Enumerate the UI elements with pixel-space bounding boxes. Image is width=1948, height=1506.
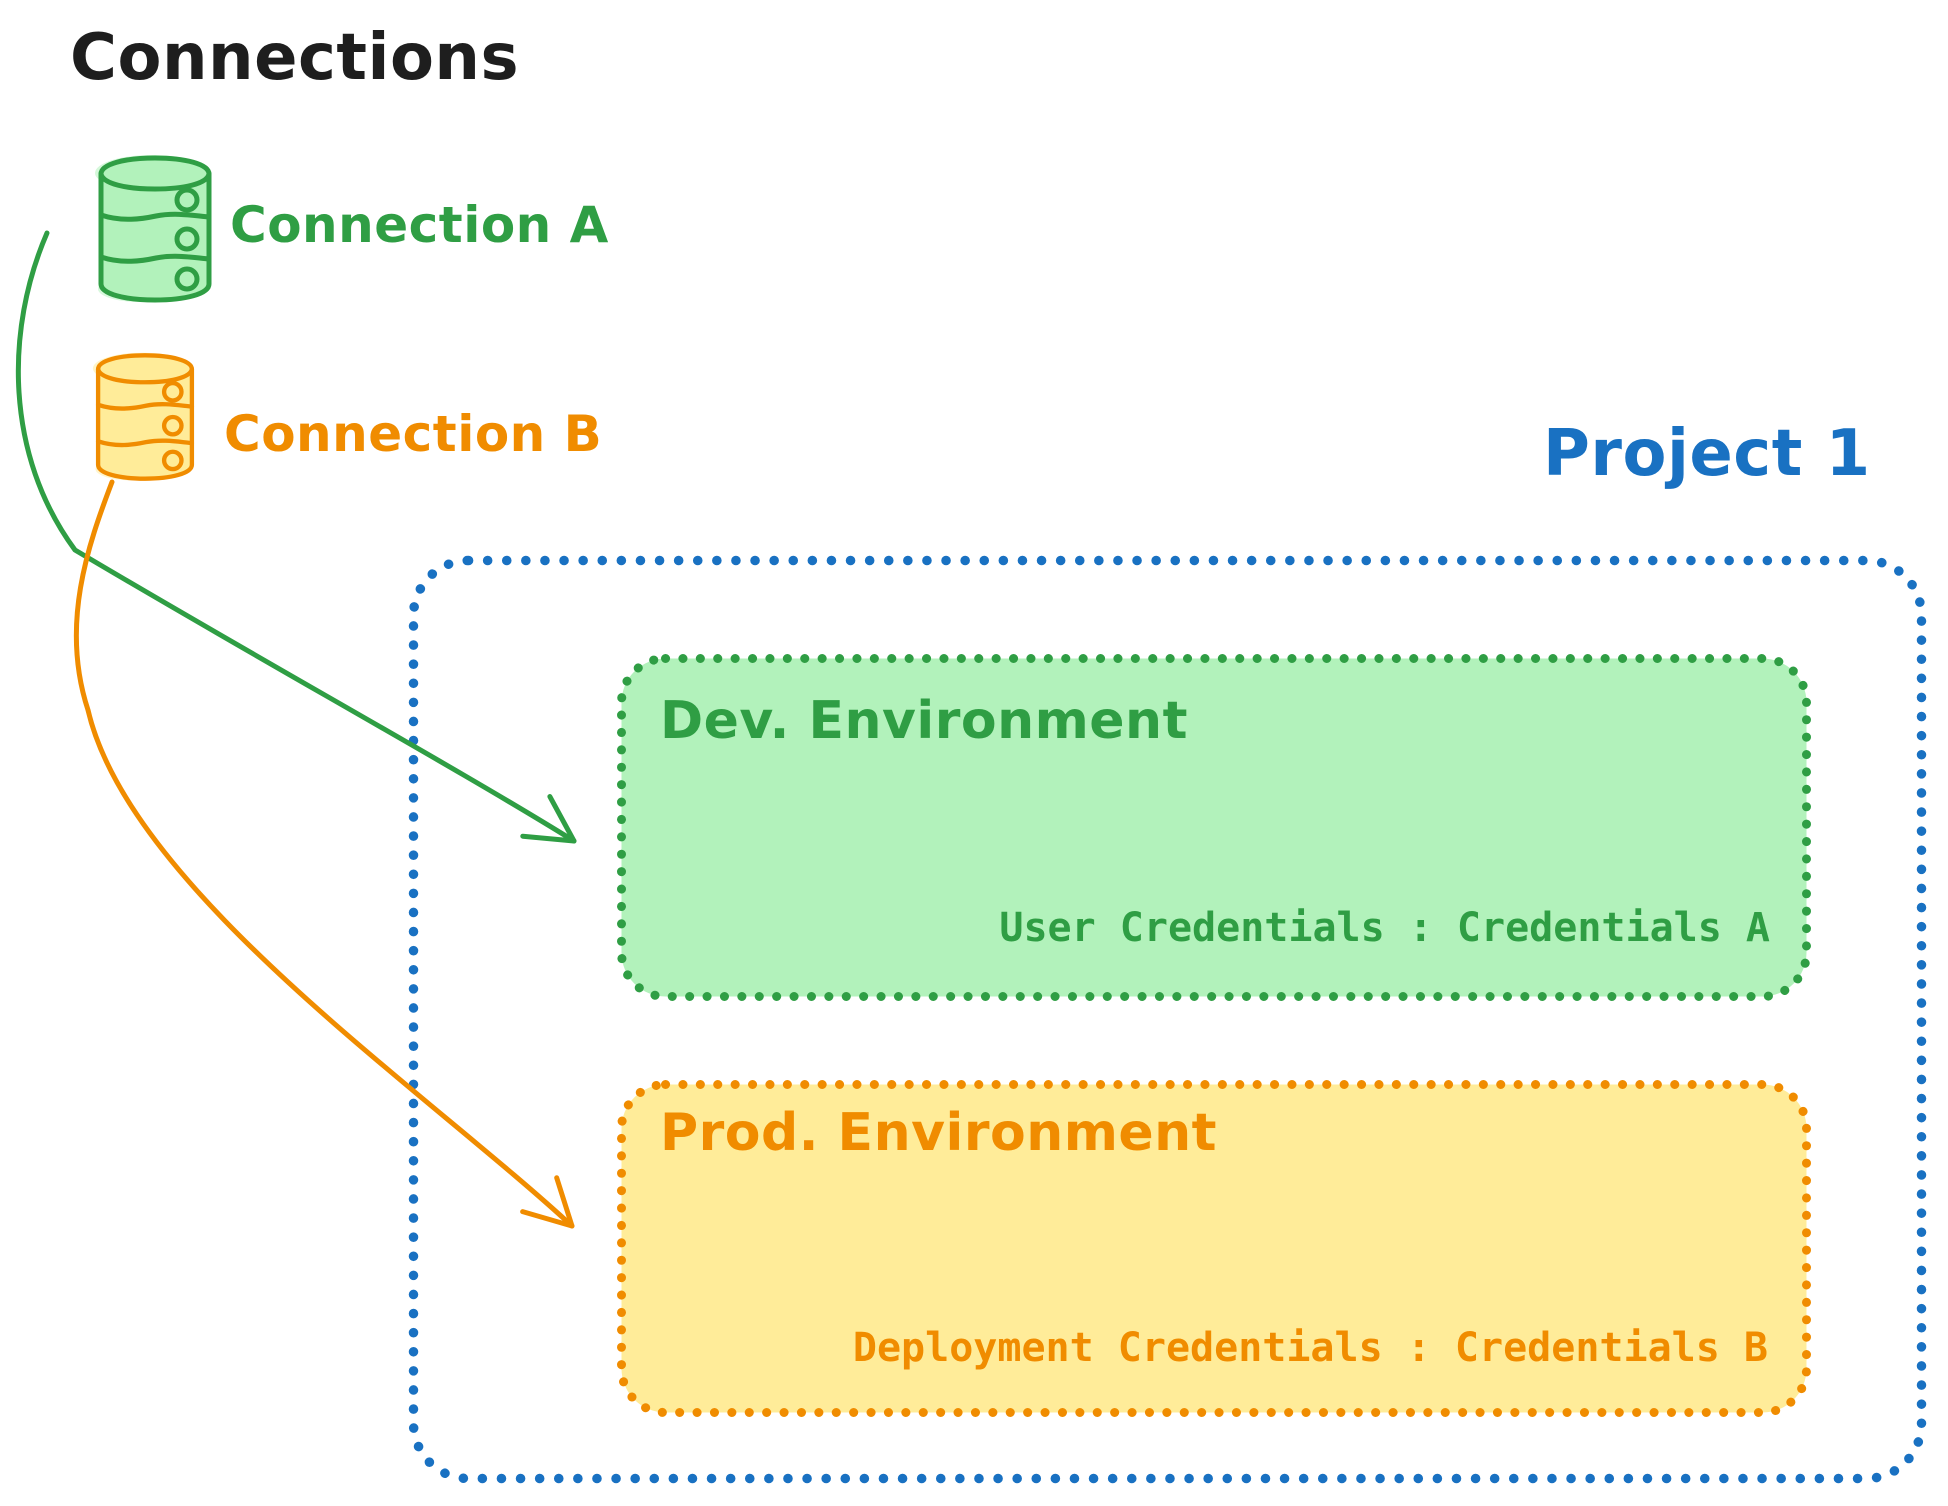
arrow-connection-a-to-dev: [15, 230, 577, 844]
project-title: Project 1: [1543, 417, 1871, 491]
project-box-border: [408, 555, 1927, 1484]
database-icon-connection-a: [95, 155, 209, 302]
connections-title: Connections: [70, 21, 520, 95]
prod-environment-box: [617, 1080, 1811, 1417]
dev-environment-title: Dev. Environment: [660, 691, 1188, 751]
connection-b-label: Connection B: [224, 405, 603, 463]
dev-environment-box: [617, 654, 1811, 1001]
arrow-connection-b-to-prod: [73, 479, 575, 1229]
connection-a-label: Connection A: [230, 196, 609, 254]
database-icon-connection-b: [92, 352, 192, 481]
prod-environment-credentials: Deployment Credentials : Credentials B: [852, 1325, 1768, 1371]
prod-environment-title: Prod. Environment: [660, 1103, 1218, 1163]
dev-environment-credentials: User Credentials : Credentials A: [999, 905, 1770, 951]
